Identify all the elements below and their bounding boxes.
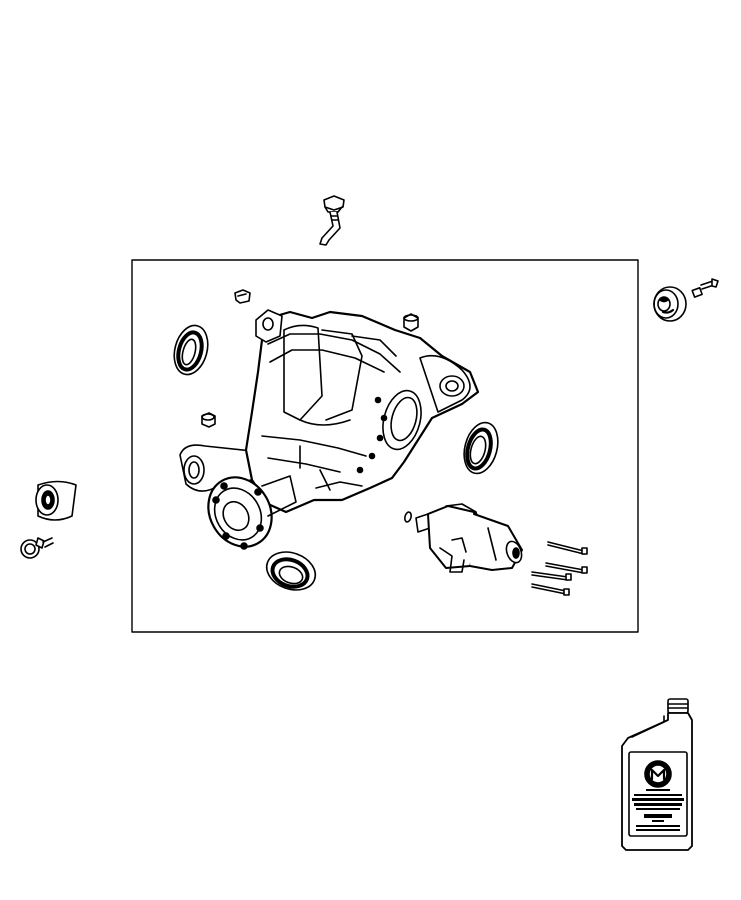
assembly-frame xyxy=(132,260,638,632)
bolt-icon[interactable] xyxy=(21,538,53,558)
bushing-icon[interactable] xyxy=(654,287,686,321)
oil-bottle-icon[interactable] xyxy=(622,699,692,850)
bushing-icon[interactable] xyxy=(36,482,76,521)
plug-icon[interactable] xyxy=(404,314,418,331)
mopar-logo-icon xyxy=(645,761,671,787)
bolt-icon[interactable] xyxy=(532,584,569,595)
plug-icon[interactable] xyxy=(235,290,250,303)
bolt-icon[interactable] xyxy=(692,279,718,297)
differential-housing-icon[interactable] xyxy=(180,310,478,558)
plug-icon[interactable] xyxy=(202,413,215,427)
pinion-seal-icon[interactable] xyxy=(261,546,320,597)
axle-seal-icon[interactable] xyxy=(169,322,213,379)
bolt-icon[interactable] xyxy=(546,563,587,573)
bolt-icon[interactable] xyxy=(548,542,587,554)
axle-seal-icon[interactable] xyxy=(459,419,503,478)
actuator-motor-icon[interactable] xyxy=(416,504,524,572)
bolt-icon[interactable] xyxy=(532,572,571,580)
breather-vent-icon[interactable] xyxy=(320,196,344,245)
o-ring-icon[interactable] xyxy=(404,511,412,522)
